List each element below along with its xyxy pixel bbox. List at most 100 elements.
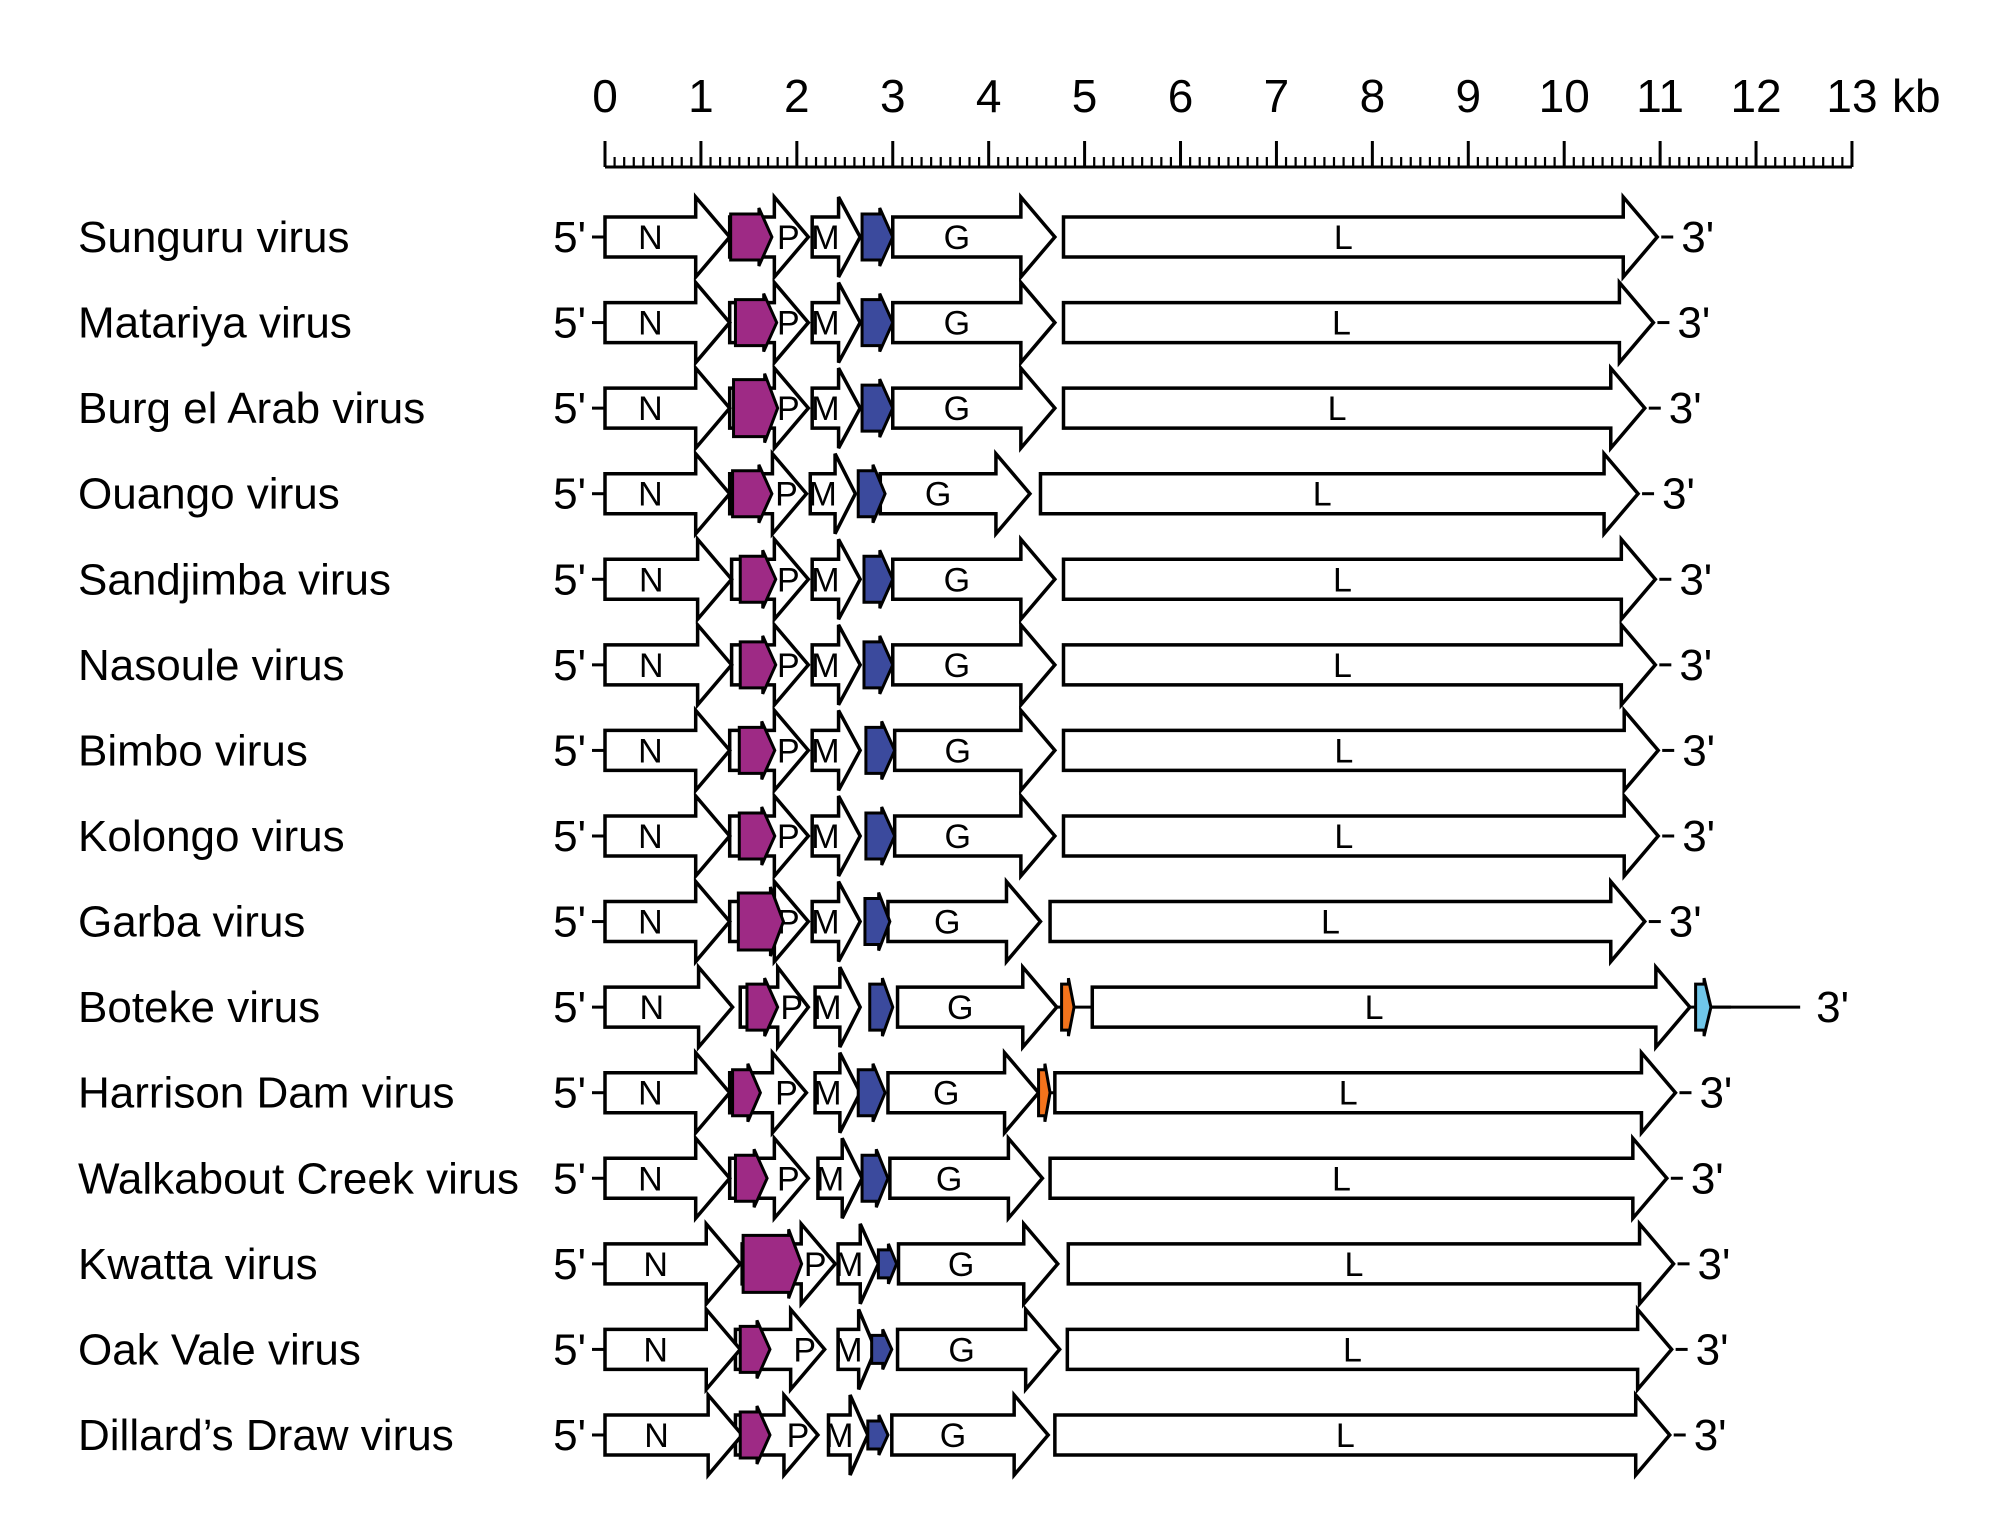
three-prime-label: 3' — [1681, 213, 1714, 262]
gene-arrow-N — [603, 1219, 743, 1309]
gene-arrow-N — [603, 277, 732, 368]
gene-arrow-G — [891, 277, 1058, 368]
scale-tick-label: 8 — [1360, 70, 1386, 122]
three-prime-label: 3' — [1682, 726, 1715, 775]
scale-tick-label: 9 — [1455, 70, 1481, 122]
gene-label-P: P — [787, 1417, 810, 1455]
accessory-arrow-magenta — [736, 886, 786, 957]
gene-label-L: L — [1333, 561, 1352, 599]
gene-label-P: P — [780, 989, 803, 1027]
accessory-arrow-magenta — [733, 292, 779, 353]
gene-arrow-M — [810, 538, 863, 621]
gene-arrow-G — [892, 791, 1058, 881]
gene-label-M: M — [811, 732, 839, 770]
gene-label-P: P — [777, 1160, 800, 1198]
virus-name: Matariya virus — [78, 299, 352, 348]
gene-arrow-M — [810, 709, 863, 792]
scale-tick-label: 13 — [1826, 70, 1877, 122]
gene-label-N: N — [638, 219, 663, 257]
gene-label-G: G — [947, 989, 973, 1027]
accessory-arrow-blue — [876, 1243, 899, 1285]
gene-arrow-G — [895, 962, 1060, 1052]
virus-name: Oak Vale virus — [78, 1325, 361, 1374]
gene-arrow-L — [1061, 277, 1656, 368]
gene-label-G: G — [945, 732, 971, 770]
accessory-arrow-orange — [1037, 1063, 1052, 1122]
gene-label-G: G — [944, 219, 970, 257]
gene-arrow-M — [810, 624, 863, 706]
five-prime-label: 5' — [553, 1325, 586, 1374]
three-prime-label: 3' — [1669, 898, 1702, 947]
accessory-arrow-magenta — [738, 635, 778, 695]
gene-label-M: M — [811, 561, 839, 599]
gene-arrow-M — [813, 966, 863, 1048]
virus-name: Walkabout Creek virus — [78, 1154, 519, 1203]
accessory-arrow-blue — [860, 1148, 890, 1208]
three-prime-label: 3' — [1691, 1154, 1724, 1203]
gene-label-L: L — [1334, 818, 1353, 856]
virus-name: Boteke virus — [78, 983, 320, 1032]
gene-label-L: L — [1333, 647, 1352, 685]
gene-arrow-L — [1065, 1304, 1674, 1395]
three-prime-label: 3' — [1694, 1411, 1727, 1460]
gene-label-N: N — [638, 390, 663, 428]
gene-label-N: N — [638, 904, 663, 942]
gene-arrow-M — [836, 1308, 878, 1391]
gene-arrow-G — [878, 448, 1033, 539]
gene-arrow-M — [810, 880, 863, 963]
scale-tick-label: 4 — [976, 70, 1002, 122]
gene-label-L: L — [1328, 390, 1347, 428]
gene-arrow-L — [1066, 1219, 1676, 1309]
virus-name: Sandjimba virus — [78, 555, 391, 604]
scale-unit-label: kb — [1892, 70, 1941, 122]
virus-name: Burg el Arab virus — [78, 384, 425, 433]
gene-label-L: L — [1332, 305, 1351, 343]
gene-label-L: L — [1332, 1160, 1351, 1198]
gene-label-N: N — [638, 732, 663, 770]
gene-label-G: G — [940, 1417, 966, 1455]
gene-label-P: P — [777, 305, 800, 343]
gene-label-M: M — [813, 989, 841, 1027]
scale-tick-label: 10 — [1539, 70, 1590, 122]
scale-tick-label: 11 — [1636, 70, 1684, 122]
gene-arrow-L — [1061, 705, 1661, 796]
gene-label-G: G — [933, 1075, 959, 1113]
accessory-arrow-orange — [1060, 977, 1076, 1037]
accessory-arrow-blue — [866, 1414, 890, 1456]
gene-label-N: N — [640, 989, 665, 1027]
three-prime-label: 3' — [1682, 812, 1715, 861]
five-prime-label: 5' — [553, 641, 586, 690]
gene-arrow-L — [1048, 1133, 1670, 1224]
gene-label-L: L — [1321, 904, 1340, 942]
gene-arrow-L — [1061, 620, 1658, 710]
gene-label-G: G — [925, 476, 951, 514]
accessory-arrow-blue — [860, 207, 895, 267]
accessory-arrow-magenta — [737, 806, 777, 866]
gene-arrow-G — [888, 1133, 1045, 1224]
accessory-arrow-magenta — [732, 373, 780, 444]
five-prime-label: 5' — [553, 470, 586, 519]
virus-name: Sunguru virus — [78, 213, 349, 262]
gene-label-N: N — [638, 1075, 663, 1113]
gene-label-P: P — [777, 390, 800, 428]
accessory-arrow-magenta — [737, 720, 777, 781]
three-prime-label: 3' — [1679, 555, 1712, 604]
gene-label-G: G — [944, 561, 970, 599]
gene-label-G: G — [944, 647, 970, 685]
gene-label-L: L — [1339, 1075, 1358, 1113]
gene-label-G: G — [944, 305, 970, 343]
gene-label-L: L — [1313, 476, 1332, 514]
gene-arrow-M — [813, 1051, 863, 1134]
gene-arrow-N — [603, 192, 732, 282]
gene-arrow-M — [810, 367, 863, 449]
gene-label-P: P — [804, 1246, 827, 1284]
gene-label-P: P — [777, 732, 800, 770]
gene-arrow-L — [1053, 1047, 1678, 1138]
gene-arrow-N — [603, 534, 734, 625]
